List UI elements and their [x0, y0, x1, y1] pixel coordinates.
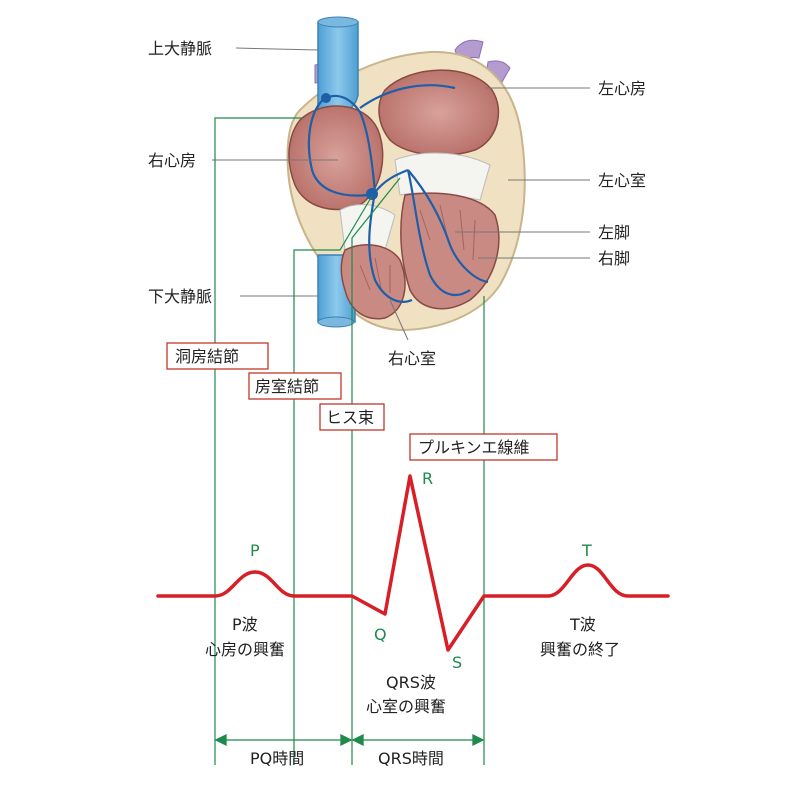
label-purkinje: プルキンエ線維 [418, 438, 530, 457]
wave-letter-p: P [250, 541, 260, 560]
t-wave-title: T波 [569, 615, 596, 634]
label-superior-vena-cava: 上大静脈 [148, 39, 212, 58]
av-node-marker [366, 188, 378, 200]
label-av-node: 房室結節 [255, 377, 319, 396]
label-right-atrium: 右心房 [148, 151, 196, 170]
interval-arrows [216, 735, 483, 745]
p-wave-desc: 心房の興奮 [205, 640, 285, 659]
heart-illustration [288, 17, 525, 330]
wave-letter-q: Q [374, 625, 387, 644]
sa-node-marker [321, 93, 331, 103]
label-left-atrium: 左心房 [598, 79, 646, 98]
pq-interval-label: PQ時間 [250, 749, 304, 768]
qrs-desc: 心室の興奮 [366, 697, 446, 716]
wave-letter-r: R [422, 469, 433, 488]
wave-letter-t: T [581, 541, 592, 560]
p-wave-title: P波 [232, 615, 258, 634]
left-atrium [379, 70, 499, 155]
label-right-bundle-branch: 右脚 [598, 249, 630, 268]
label-right-ventricle: 右心室 [388, 349, 436, 368]
box-purkinje: プルキンエ線維 [410, 434, 557, 460]
t-wave-desc: 興奮の終了 [540, 640, 620, 659]
wave-letter-s: S [452, 653, 462, 672]
label-sa-node: 洞房結節 [175, 347, 239, 366]
qrs-title: QRS波 [386, 673, 436, 692]
box-his-bundle: ヒス束 [320, 404, 384, 430]
box-sa-node: 洞房結節 [167, 343, 268, 369]
box-av-node: 房室結節 [249, 373, 341, 399]
label-left-ventricle: 左心室 [598, 171, 646, 190]
qrs-interval-label: QRS時間 [378, 749, 444, 768]
label-left-bundle-branch: 左脚 [598, 223, 630, 242]
label-his-bundle: ヒス束 [326, 408, 374, 427]
label-inferior-vena-cava: 下大静脈 [148, 287, 212, 306]
